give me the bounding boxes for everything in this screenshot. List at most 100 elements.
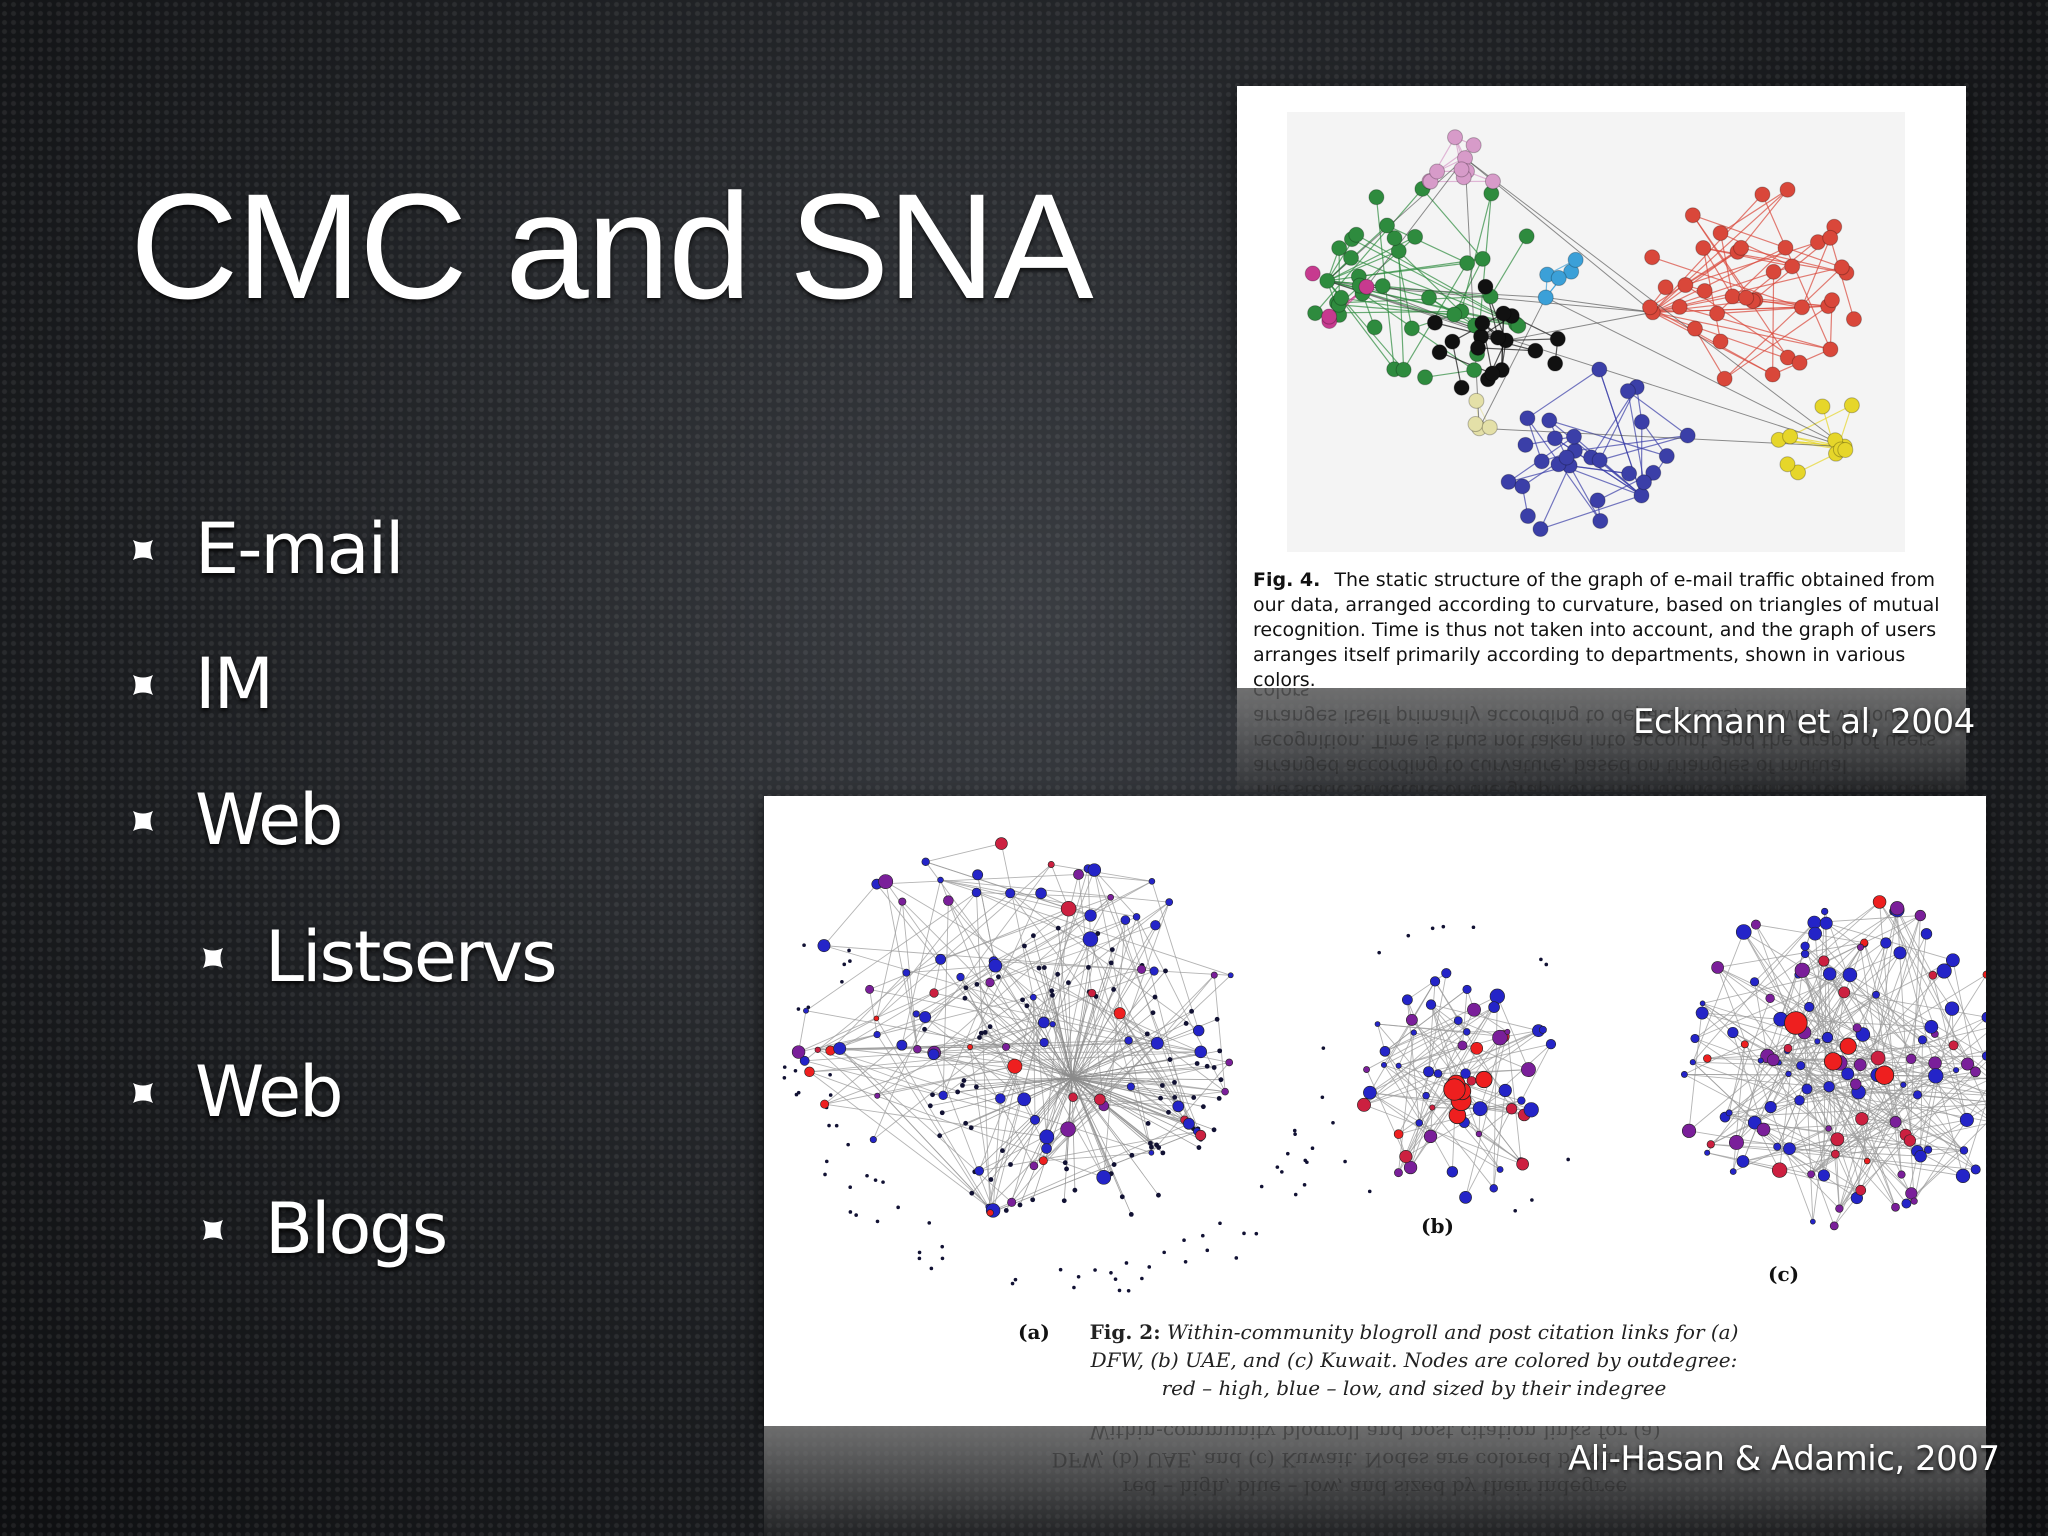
email-node: [1843, 397, 1860, 414]
blog-node: [1211, 1127, 1217, 1133]
blog-node: [1221, 1087, 1229, 1096]
blog-node: [1234, 1256, 1239, 1260]
blog-node: [1764, 1101, 1777, 1114]
blog-node: [1363, 1066, 1370, 1073]
email-node: [1589, 492, 1606, 509]
blog-node: [1981, 1051, 1986, 1061]
blog-edge: [1022, 999, 1073, 1079]
blog-edge: [1369, 1092, 1525, 1116]
email-node: [1474, 314, 1491, 331]
blog-node: [935, 953, 947, 965]
blog-edge: [1050, 864, 1070, 909]
email-edge: [1717, 305, 1829, 315]
blog-edge: [885, 881, 941, 960]
email-node: [1395, 361, 1412, 378]
blog-edge: [805, 892, 977, 1012]
blog-node: [1005, 888, 1016, 899]
email-node: [1321, 308, 1338, 325]
blog-node: [986, 1209, 994, 1217]
blog-node: [1740, 1040, 1749, 1049]
blog-node: [1166, 1109, 1171, 1115]
email-node: [1517, 436, 1534, 453]
blog-node: [1863, 1157, 1871, 1165]
blog-edge: [804, 892, 1011, 1062]
blog-node: [961, 1078, 967, 1083]
email-node: [1459, 255, 1476, 272]
blog-node: [1462, 984, 1472, 994]
blog-node: [1794, 962, 1810, 978]
blog-node: [1914, 1149, 1927, 1163]
blog-node: [1530, 1198, 1534, 1202]
blog-node: [1425, 999, 1437, 1010]
email-node: [1845, 311, 1862, 328]
email-edge: [1789, 404, 1853, 437]
email-edge: [1679, 306, 1831, 350]
blog-node: [1158, 1095, 1163, 1101]
blog-node: [1463, 1028, 1471, 1036]
blog-edge: [971, 1077, 1073, 1194]
blog-edge: [1034, 924, 1156, 1121]
blog-node: [896, 1205, 900, 1210]
blog-node: [1891, 1202, 1900, 1212]
blog-node: [1002, 1042, 1010, 1051]
blog-node: [1783, 1043, 1793, 1053]
blog-edge: [977, 874, 996, 966]
email-node: [1477, 278, 1494, 295]
blog-node: [1160, 1150, 1166, 1156]
blog-edge: [839, 1048, 1012, 1203]
blog-edge: [817, 1049, 994, 1211]
blog-node: [929, 1266, 934, 1271]
blog-node: [1923, 1145, 1933, 1154]
email-node: [1779, 181, 1796, 198]
email-node: [1764, 366, 1781, 383]
blog-node: [955, 1089, 961, 1095]
blog-edge: [1071, 965, 1143, 1079]
blog-edge: [1810, 1074, 1878, 1175]
email-node: [1777, 239, 1794, 256]
blog-node: [913, 1045, 922, 1054]
email-edge: [1490, 235, 1528, 297]
email-edge: [1692, 214, 1754, 302]
bullet-label: IM: [195, 643, 274, 725]
email-node: [1519, 508, 1536, 525]
blog-edge: [1010, 1077, 1073, 1165]
blog-edge: [1051, 864, 1152, 882]
email-node: [1591, 452, 1608, 469]
blog-edge: [1071, 1033, 1148, 1079]
blog-node: [1706, 1140, 1715, 1149]
blog-node: [1062, 1160, 1068, 1166]
blog-node: [1152, 994, 1158, 1000]
blog-node: [1305, 1160, 1309, 1165]
blog-node: [1810, 1218, 1816, 1225]
blog-node: [878, 874, 894, 890]
blog-node: [1928, 1068, 1944, 1084]
blog-edge: [1789, 1138, 1838, 1150]
blog-node: [1124, 1036, 1133, 1045]
blog-node: [1060, 1121, 1076, 1137]
blog-edge: [1856, 952, 1901, 1028]
blog-node: [988, 1177, 994, 1182]
email-node: [1822, 341, 1839, 358]
email-node: [1635, 474, 1652, 491]
email-edge: [1599, 459, 1642, 496]
blog-edge: [1688, 1003, 1704, 1131]
email-edge: [1702, 247, 1734, 297]
blog-node: [1061, 1198, 1067, 1204]
blog-node: [917, 1256, 922, 1261]
blog-edge: [1383, 1064, 1427, 1097]
blog-node: [1113, 1007, 1126, 1020]
blog-node: [1183, 1021, 1189, 1026]
blog-edge: [965, 987, 1073, 1079]
email-node: [1500, 473, 1517, 490]
email-figure-credit: Eckmann et al, 2004: [1633, 702, 1975, 742]
blog-node: [1446, 1166, 1459, 1178]
blog-edge: [1071, 996, 1156, 1079]
blog-edge: [942, 900, 949, 1096]
email-edge: [1703, 247, 1847, 274]
blog-edge: [1383, 1006, 1495, 1066]
blog-node: [1320, 1095, 1325, 1100]
blog-node: [1835, 1204, 1844, 1213]
blog-edge: [1692, 922, 1815, 1063]
blog-edge: [1913, 1008, 1953, 1202]
blog-node: [1771, 1162, 1788, 1178]
